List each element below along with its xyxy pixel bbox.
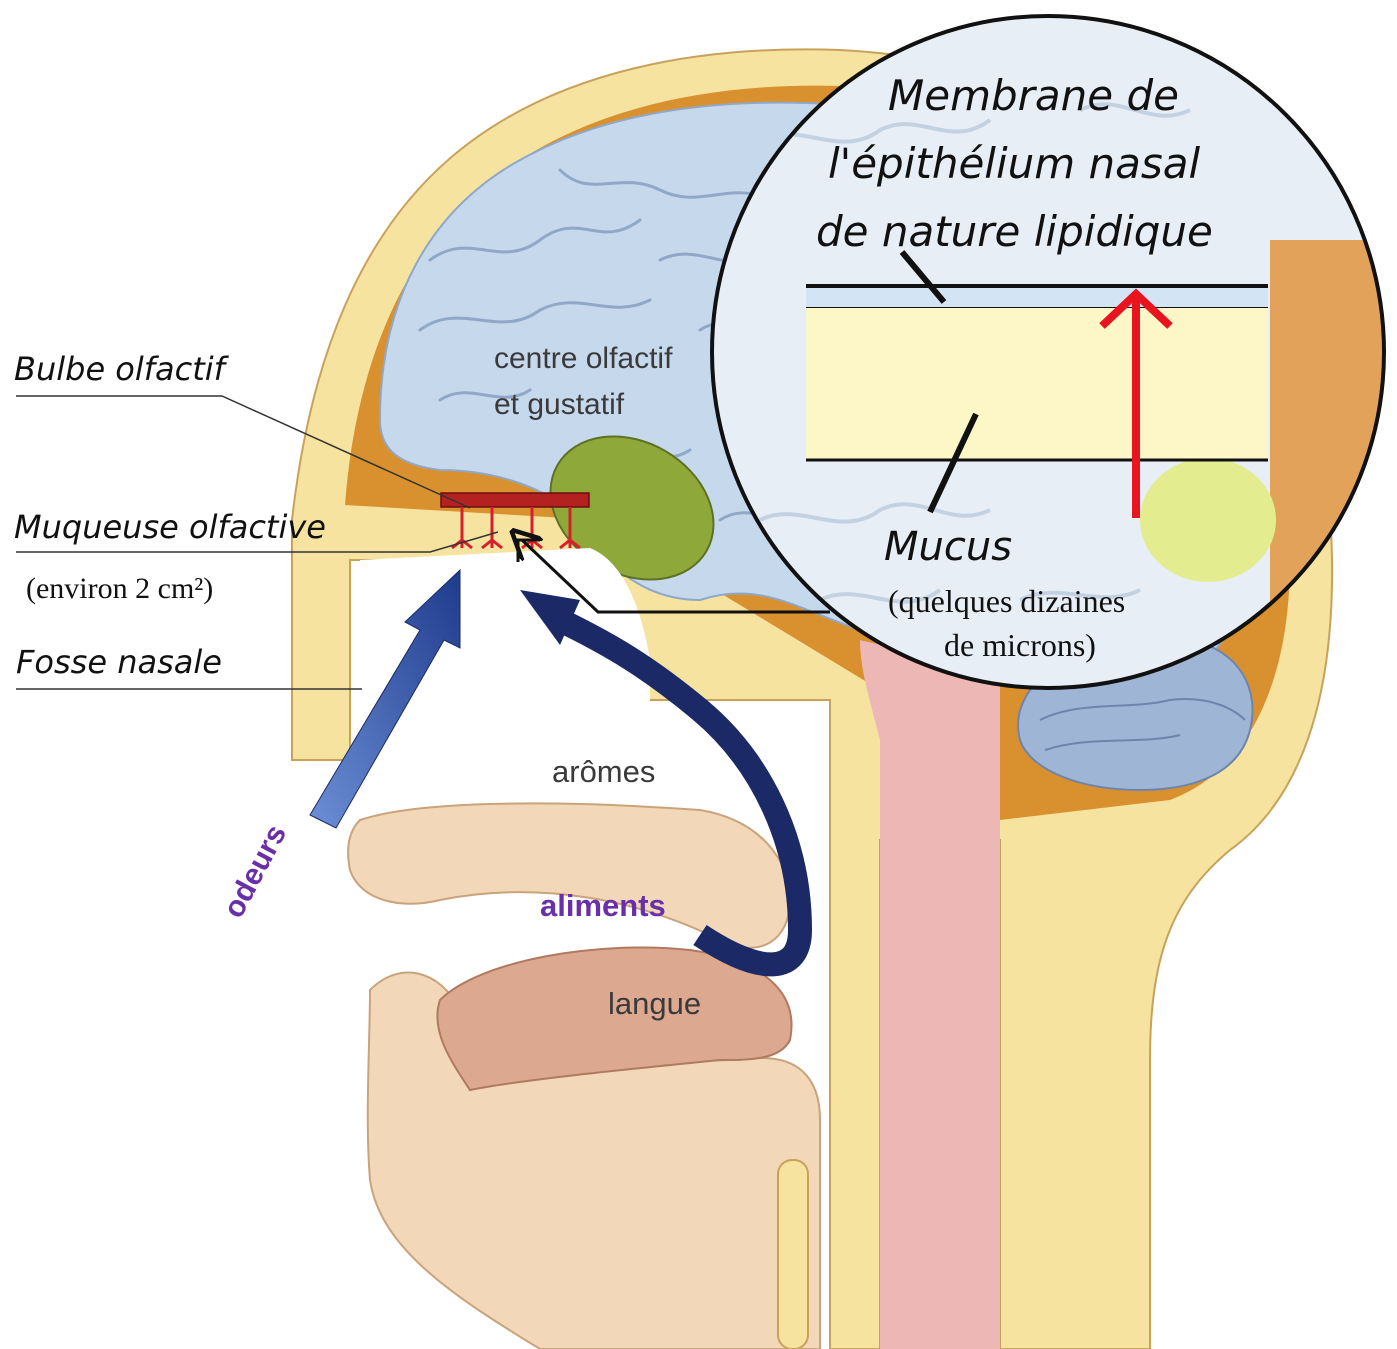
label-et-gustatif: et gustatif [494, 388, 625, 421]
label-mucus-size-1: (quelques dizaines [888, 583, 1125, 619]
membrane-band [806, 286, 1268, 308]
label-mucus-size-2: de microns) [944, 627, 1096, 663]
palate [348, 803, 790, 947]
label-aromes: arômes [552, 754, 655, 789]
pharynx-strip [778, 1160, 808, 1349]
label-mucus: Mucus [884, 524, 1012, 570]
label-membrane-2: l'épithélium nasal [828, 139, 1201, 188]
label-muqueuse-olfactive: Muqueuse olfactive [14, 508, 326, 546]
label-aliments: aliments [540, 888, 666, 923]
label-membrane-1: Membrane de [888, 71, 1179, 120]
brain-stem [860, 640, 1000, 1349]
label-centre-olfactif: centre olfactif [494, 342, 673, 375]
label-langue: langue [608, 986, 701, 1021]
label-muqueuse-area: (environ 2 cm²) [26, 572, 213, 605]
label-odeurs: odeurs [217, 819, 293, 923]
label-fosse-nasale: Fosse nasale [16, 643, 222, 681]
label-bulbe-olfactif: Bulbe olfactif [14, 350, 230, 388]
label-membrane-3: de nature lipidique [816, 207, 1213, 256]
mucus-band [806, 308, 1268, 460]
